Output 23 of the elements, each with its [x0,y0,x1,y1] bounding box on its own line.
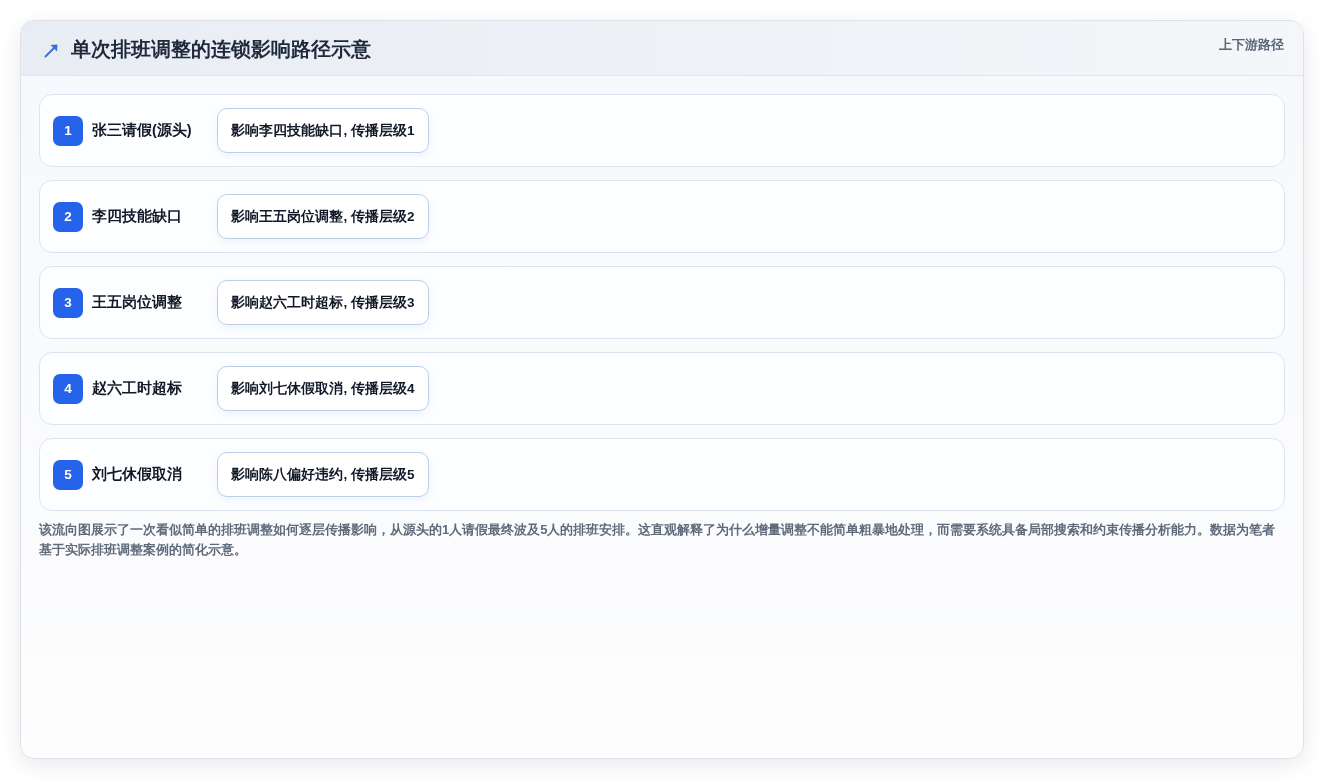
header-label: 上下游路径 [1219,36,1284,54]
number-badge: 3 [53,288,83,318]
impact-pill: 影响陈八偏好违约, 传播层级5 [217,452,429,497]
caption: 该流向图展示了一次看似简单的排班调整如何逐层传播影响，从源头的1人请假最终波及5人的排班安排。这直观解释了为什么增量调整不能简单粗暴地处理，而需要系统具备局部搜索和约束传播分析能力。数据为笔者基于实际排班调整案例的简化示意。 [39,521,1277,559]
step-name: 赵六工时超标 [92,379,182,398]
title: 单次排班调整的连锁影响路径示意 [71,37,371,62]
impact-pill: 影响刘七休假取消, 传播层级4 [217,366,429,411]
step-name: 张三请假(源头) [92,121,192,140]
impact-pill: 影响赵六工时超标, 传播层级3 [217,280,429,325]
row-card [39,352,1285,425]
number-badge: 5 [53,460,83,490]
step-name: 李四技能缺口 [92,207,182,226]
row-card [39,266,1285,339]
number-badge: 4 [53,374,83,404]
impact-pill: 影响李四技能缺口, 传播层级1 [217,108,429,153]
number-badge: 1 [53,116,83,146]
number-badge: 2 [53,202,83,232]
row-card [39,94,1285,167]
step-name: 刘七休假取消 [92,465,182,484]
row-card [39,438,1285,511]
step-name: 王五岗位调整 [92,293,182,312]
row-card [39,180,1285,253]
impact-pill: 影响王五岗位调整, 传播层级2 [217,194,429,239]
